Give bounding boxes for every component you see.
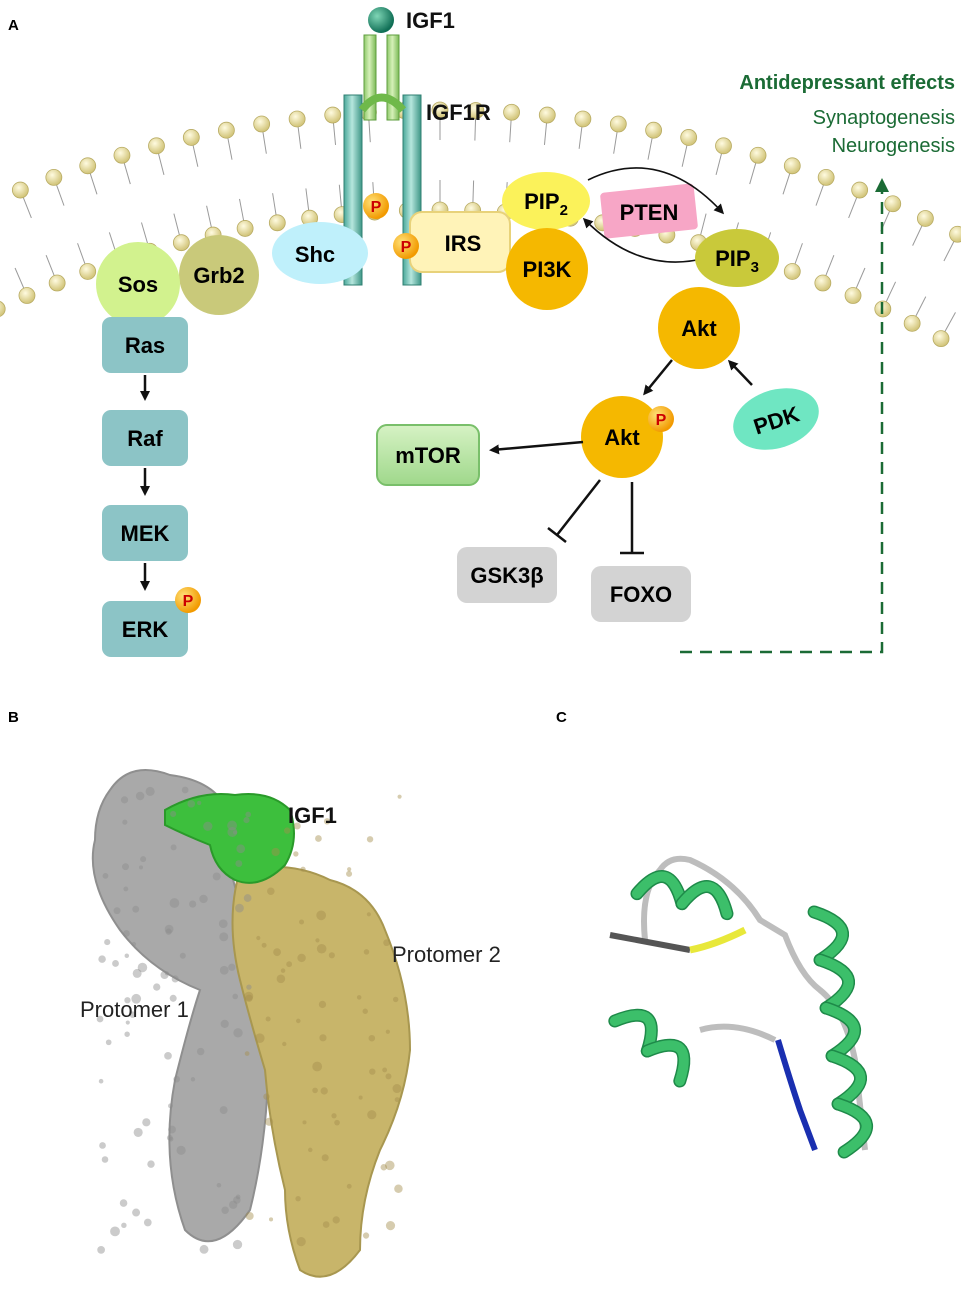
protomer-2-surface xyxy=(231,865,412,1278)
phospho-erk xyxy=(175,587,201,613)
arrow-pip2-to-pip3 xyxy=(587,167,725,215)
effects-title: Antidepressant effects xyxy=(739,72,955,94)
ras-label: Ras xyxy=(125,333,165,358)
arrow-akt-to-aktp xyxy=(643,359,673,396)
phospho-label: P xyxy=(656,412,667,429)
akt-p-node xyxy=(581,396,663,478)
igf1-ribbon-structure xyxy=(608,855,874,1159)
erk-label: ERK xyxy=(122,617,169,642)
ribbon-coil-dark xyxy=(609,932,691,953)
pip3-node xyxy=(695,229,779,287)
akt-node xyxy=(658,287,740,369)
ras-node xyxy=(102,317,188,373)
shc-label: Shc xyxy=(295,242,335,267)
pip3-label: PIP3 xyxy=(715,246,759,276)
mek-node xyxy=(102,505,188,561)
inhibit-akt-gsk3b xyxy=(556,479,601,536)
foxo-label: FOXO xyxy=(610,582,672,607)
helix-1 xyxy=(630,870,734,921)
inhibit-bar-gsk3b xyxy=(547,527,567,543)
pdk-node xyxy=(733,388,819,450)
mek-label: MEK xyxy=(121,521,170,546)
structure-igf1-label: IGF1 xyxy=(288,803,337,828)
gsk3b-node xyxy=(457,547,557,603)
akt-p-label: Akt xyxy=(604,425,640,450)
foxo-node xyxy=(591,566,691,622)
effect-neurogenesis: Neurogenesis xyxy=(832,135,955,157)
sos-node xyxy=(96,242,180,326)
ribbon-coil-3 xyxy=(699,1023,777,1043)
igf1-label: IGF1 xyxy=(406,8,455,33)
pi3k-label: PI3K xyxy=(523,257,572,282)
helix-2 xyxy=(807,905,874,1159)
igf1r-surface-structure xyxy=(91,769,412,1278)
pten-label: PTEN xyxy=(620,200,679,225)
raf-label: Raf xyxy=(127,426,163,451)
phospho-label: P xyxy=(183,593,194,610)
phospho-label: P xyxy=(371,199,382,216)
panel-label-a: A xyxy=(8,17,19,34)
igf1-surface xyxy=(164,793,295,884)
phospho-label: P xyxy=(401,239,412,256)
surface-texture xyxy=(96,786,403,1254)
effect-synaptogenesis: Synaptogenesis xyxy=(813,107,955,129)
mtor-label: mTOR xyxy=(395,443,461,468)
akt-label: Akt xyxy=(681,316,717,341)
pi3k-node xyxy=(506,228,588,310)
igf1r-label: IGF1R xyxy=(426,100,491,125)
arrow-pip3-to-pip2 xyxy=(582,217,707,263)
shc-node xyxy=(272,222,368,284)
ribbon-strand-blue xyxy=(775,1039,818,1152)
panel-label-b: B xyxy=(8,709,19,726)
ribbon-strand-yellow xyxy=(689,926,747,954)
sos-label: Sos xyxy=(118,272,158,297)
erk-node xyxy=(102,601,188,657)
grb2-node xyxy=(179,235,259,315)
igf1-ligand-ball xyxy=(368,7,394,33)
grb2-label: Grb2 xyxy=(193,263,244,288)
protomer-2-label: Protomer 2 xyxy=(392,942,501,967)
effects-dashed-arrow xyxy=(680,178,889,654)
arrow-akt-to-mtor xyxy=(489,440,584,455)
arrow-pdk-to-akt xyxy=(727,359,753,386)
pten-node xyxy=(600,183,698,239)
panel-label-c: C xyxy=(556,709,567,726)
pip2-label: PIP2 xyxy=(524,189,568,219)
phospho-receptor-2 xyxy=(393,233,419,259)
gsk3b-label: GSK3β xyxy=(470,563,543,588)
mtor-node xyxy=(376,424,480,486)
phospho-akt xyxy=(648,406,674,432)
protomer-1-label: Protomer 1 xyxy=(80,997,189,1022)
irs-label: IRS xyxy=(445,231,482,256)
pip2-node xyxy=(502,172,590,230)
raf-node xyxy=(102,410,188,466)
helix-3 xyxy=(608,1008,691,1088)
phospho-receptor-1 xyxy=(363,193,389,219)
